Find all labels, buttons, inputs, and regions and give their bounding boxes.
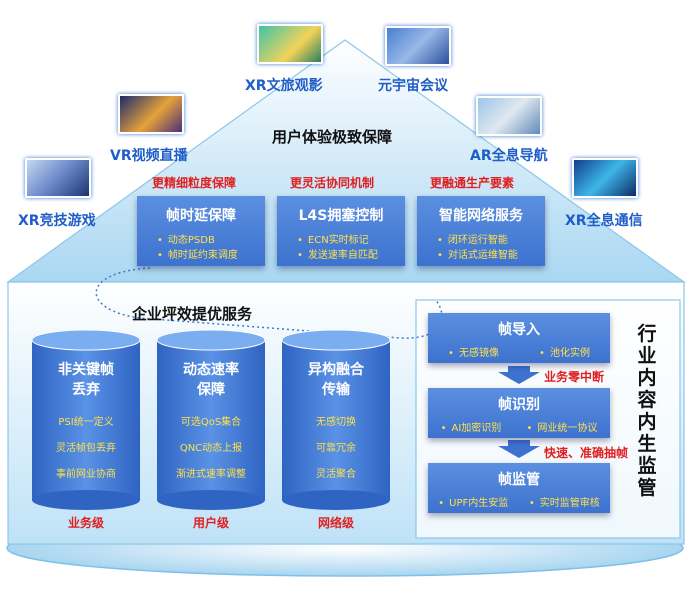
frame-recognize-item: AI加密识别 bbox=[441, 419, 502, 434]
frame-import-item: 池化实例 bbox=[539, 344, 590, 359]
frame-import-title: 帧导入 bbox=[498, 322, 540, 338]
smart-network-box: 智能网络服务 闭环运行智能 对话式运维智能 bbox=[417, 196, 545, 266]
cyl1-item: PSI统一定义 bbox=[58, 417, 114, 428]
vr-live-label: VR视频直播 bbox=[110, 148, 188, 164]
l4s-item: 发送速率自匹配 bbox=[297, 248, 405, 263]
cyl3-item: 无感切换 bbox=[316, 417, 356, 428]
frame-latency-item: 动态PSDB bbox=[157, 233, 265, 248]
cylinder-3-content: 异构融合 传输 无感切换 可靠冗余 灵活聚合 bbox=[282, 360, 390, 488]
top-sub-2: 更灵活协同机制 bbox=[290, 176, 375, 190]
l4s-item: ECN实时标记 bbox=[297, 233, 405, 248]
frame-supervise-item: 实时监管审核 bbox=[529, 494, 600, 509]
cyl2-item: QNC动态上报 bbox=[179, 443, 243, 454]
frame-latency-title: 帧时延保障 bbox=[166, 208, 236, 224]
left-section-title: 企业坪效提优服务 bbox=[132, 305, 253, 323]
arrow-down-1 bbox=[498, 366, 540, 384]
frame-recognize-box: 帧识别 AI加密识别 网业统一协议 bbox=[428, 388, 610, 438]
vertical-char: 生 bbox=[637, 433, 657, 455]
frame-supervise-title: 帧监管 bbox=[498, 472, 540, 488]
cylinder-1 bbox=[31, 329, 141, 510]
cylinder-3 bbox=[281, 329, 391, 510]
frame-latency-item: 帧时延约束调度 bbox=[157, 248, 265, 263]
vertical-title: 行 业 内 容 内 生 监 管 bbox=[636, 323, 658, 499]
xr-culture-thumbnail bbox=[257, 24, 323, 64]
vertical-char: 内 bbox=[637, 411, 657, 433]
smart-network-item: 对话式运维智能 bbox=[437, 248, 545, 263]
vertical-char: 内 bbox=[637, 367, 657, 389]
xr-game-thumbnail bbox=[25, 158, 91, 198]
cyl3-item: 灵活聚合 bbox=[316, 469, 356, 480]
cyl2-title-line2: 保障 bbox=[197, 382, 225, 398]
metaverse-thumbnail bbox=[385, 26, 451, 66]
cyl3-level-label: 网络级 bbox=[317, 516, 354, 530]
cyl1-item: 灵活帧包丢弃 bbox=[56, 443, 116, 454]
frame-recognize-item: 网业统一协议 bbox=[526, 419, 597, 434]
cyl3-item: 可靠冗余 bbox=[316, 443, 356, 454]
cyl3-title-line2: 传输 bbox=[322, 382, 350, 398]
vertical-char: 行 bbox=[637, 323, 657, 345]
ar-nav-label: AR全息导航 bbox=[470, 148, 548, 164]
l4s-box: L4S拥塞控制 ECN实时标记 发送速率自匹配 bbox=[277, 196, 405, 266]
frame-supervise-item: UPF内生安监 bbox=[438, 494, 508, 509]
top-sub-3: 更融通生产要素 bbox=[430, 176, 515, 190]
cyl3-title-line1: 异构融合 bbox=[308, 362, 364, 378]
arrow2-label: 快速、准确抽帧 bbox=[544, 446, 629, 460]
cylinder-2-content: 动态速率 保障 可选QoS集合 QNC动态上报 渐进式速率调整 bbox=[157, 360, 265, 488]
cyl2-title-line1: 动态速率 bbox=[183, 362, 239, 378]
l4s-title: L4S拥塞控制 bbox=[298, 208, 384, 224]
ar-nav-thumbnail bbox=[476, 96, 542, 136]
frame-supervise-box: 帧监管 UPF内生安监 实时监管审核 bbox=[428, 463, 610, 513]
cyl1-title-line2: 丢弃 bbox=[72, 382, 100, 398]
xr-game-label: XR竞技游戏 bbox=[18, 213, 96, 229]
vertical-char: 监 bbox=[637, 455, 657, 477]
vertical-char: 业 bbox=[637, 345, 657, 367]
vertical-char: 容 bbox=[637, 389, 657, 411]
frame-import-box: 帧导入 无感镜像 池化实例 bbox=[428, 313, 610, 363]
arrow1-label: 业务零中断 bbox=[544, 370, 605, 384]
cyl2-item: 可选QoS集合 bbox=[180, 417, 242, 428]
cyl1-level-label: 业务级 bbox=[67, 516, 104, 530]
vertical-char: 管 bbox=[637, 477, 657, 499]
smart-network-title: 智能网络服务 bbox=[439, 208, 523, 224]
frame-recognize-title: 帧识别 bbox=[498, 397, 540, 413]
top-section-title: 用户体验极致保障 bbox=[272, 128, 393, 146]
cylinder-2 bbox=[156, 329, 266, 510]
cyl2-level-label: 用户级 bbox=[192, 516, 229, 530]
vr-live-thumbnail bbox=[118, 94, 184, 134]
cyl1-title-line1: 非关键帧 bbox=[58, 362, 114, 378]
cylinder-1-content: 非关键帧 丢弃 PSI统一定义 灵活帧包丢弃 事前网业协商 bbox=[32, 360, 140, 488]
cyl1-item: 事前网业协商 bbox=[56, 469, 116, 480]
cyl2-item: 渐进式速率调整 bbox=[176, 469, 246, 480]
arrow-down-2 bbox=[498, 440, 540, 458]
xr-comm-thumbnail bbox=[572, 158, 638, 198]
frame-latency-box: 帧时延保障 动态PSDB 帧时延约束调度 bbox=[137, 196, 265, 266]
metaverse-label: 元宇宙会议 bbox=[378, 78, 448, 94]
xr-culture-label: XR文旅观影 bbox=[245, 78, 323, 94]
frame-import-item: 无感镜像 bbox=[448, 344, 499, 359]
xr-comm-label: XR全息通信 bbox=[565, 213, 643, 229]
top-sub-1: 更精细粒度保障 bbox=[152, 176, 237, 190]
smart-network-item: 闭环运行智能 bbox=[437, 233, 545, 248]
